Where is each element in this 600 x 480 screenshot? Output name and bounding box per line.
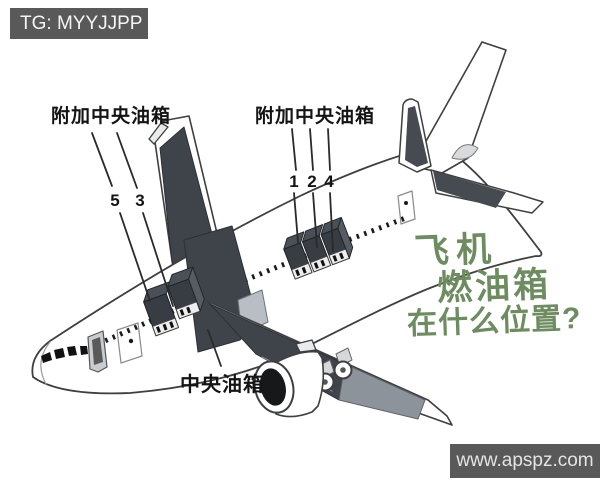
tail-fairing	[451, 144, 479, 160]
front-door-outline	[116, 322, 143, 364]
near-wing-outboard-tank-shading	[338, 363, 426, 420]
callout-number-3: 3	[135, 191, 145, 210]
callout-number-5: 5	[110, 191, 120, 210]
center-tank-label: 中央油箱	[180, 374, 264, 396]
callout-leader-lines	[91, 128, 334, 367]
far-wing-winglet	[148, 122, 169, 145]
tail-section	[398, 41, 544, 214]
forward-aux-tank-boxes	[143, 266, 205, 337]
callout-number-2: 2	[307, 172, 317, 191]
near-stabilizer-trim-tank-shading	[433, 171, 506, 208]
callout-number-4: 4	[324, 172, 334, 191]
rear-door-outline	[397, 190, 416, 225]
fuselage-doors	[87, 190, 416, 373]
aft-aux-tank-boxes	[283, 216, 354, 280]
website-watermark-badge: www.apspz.com	[450, 444, 600, 478]
far-stabilizer-trim-tank-shading	[405, 106, 428, 167]
callout-number-1: 1	[289, 172, 299, 191]
left-aux-tank-label: 附加中央油箱	[51, 106, 172, 127]
engine-fan	[260, 368, 286, 406]
nose-radome-line	[40, 341, 51, 385]
cockpit-windows	[41, 346, 88, 363]
question-text-line3: 在什么位置?	[406, 301, 582, 342]
right-aux-tank-label: 附加中央油箱	[255, 106, 376, 127]
telegram-watermark-badge: TG: MYYJJPP	[10, 8, 148, 39]
engine-nacelle	[253, 339, 325, 418]
